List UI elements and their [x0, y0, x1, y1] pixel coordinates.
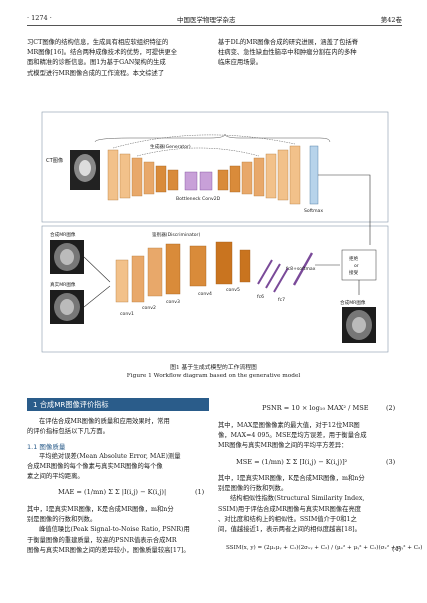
discriminator-layers	[115, 241, 251, 303]
intro-left-text: 习CT图像的结构信息，生成具有相应软组织特征的 MR图像[16]。结合两种成像技…	[27, 38, 209, 79]
synth-mr-label: 合成MR图像	[50, 231, 76, 238]
text-line: 合成MR图像的每个像素与真实MR图像的每个像	[27, 463, 163, 471]
real-mr-label: 真实MR图像	[50, 281, 76, 288]
running-header: · 1274 · 中国医学物理学杂志 第42卷	[27, 12, 402, 26]
text-line: 的评价指标包括以下几方面。	[27, 428, 109, 436]
text-line: 像，MAX=4 095。MSE是均方误差，用于衡量合成	[218, 432, 367, 440]
text-line: 面和精准的诊断信息。图1为基于GAN架构的生成	[27, 59, 166, 67]
figure-caption-cn: 图1 基于生成式模型的工作流程图	[170, 365, 257, 371]
discriminator-frame	[41, 225, 389, 353]
equation-number: (2)	[386, 404, 396, 412]
softmax-block	[309, 145, 319, 205]
text-line: 平均绝对误差(Mean Absolute Error, MAE)测量	[39, 453, 181, 460]
generator-label: 生成器(Generator)	[150, 143, 191, 150]
layer-label: conv4	[198, 291, 212, 297]
mse-paragraph: 其中，MAX是图像像素的最大值，对于12位MR图 像，MAX=4 095。MSE…	[218, 421, 400, 452]
equation-psnr: PSNR = 10 × log₁₀ MAX² / MSE	[262, 404, 369, 412]
bottleneck-label: Bottleneck Conv2D	[176, 196, 221, 202]
layer-label: conv3	[166, 299, 180, 305]
skip-connection	[112, 134, 296, 149]
decision-box	[341, 249, 377, 281]
layer-label: conv1	[120, 311, 134, 317]
journal-name: 中国医学物理学杂志	[177, 16, 236, 24]
input-arrows	[83, 256, 111, 308]
page-number: · 1274 ·	[27, 14, 52, 22]
text-line: 结构相似性指数(Structural Similarity Index,	[230, 495, 365, 503]
text-line: 式模型进行MR图像合成的工作流程。本文综述了	[27, 69, 165, 77]
bottleneck-block	[184, 171, 198, 191]
text-line: 峰值信噪比(Peak Signal-to-Noise Ratio, PSNR)用	[39, 526, 190, 534]
section-intro: 在评估合成MR图像的质量和应用效果时，常用 的评价指标包括以下几方面。	[27, 417, 209, 437]
text-line: 别是图像的行数和列数。	[218, 485, 288, 493]
section-heading: 1 合成MR图像评价指标	[27, 398, 209, 411]
encoder-layers	[107, 149, 179, 201]
layer-label: conv2	[142, 305, 156, 311]
decision-label-or: or	[354, 263, 359, 269]
text-line: 其中，I是真实MR图像，K是合成MR图像，m和n分	[218, 475, 365, 482]
skip-connection	[136, 147, 260, 157]
intro-right-text: 基于DL的MR图像合成的研究进展，涵盖了包括脊 柱病变、急性缺血性脑卒中和肿瘤分…	[218, 38, 400, 69]
layer-label: fc7	[278, 297, 285, 303]
text-line: 临床应用场景。	[218, 59, 263, 67]
generator-frame	[41, 111, 389, 223]
text-line: SSIM)用于评估合成MR图像与真实MR图像在亮度	[218, 505, 362, 513]
ssim-paragraph: 其中，I是真实MR图像，K是合成MR图像，m和n分 别是图像的行数和列数。 结构…	[218, 474, 400, 535]
decoder-layers	[217, 145, 301, 205]
equation-mse: MSE = (1/mn) Σ Σ [I(i,j) − K(i,j)]²	[236, 458, 348, 466]
text-line: MR图像与真实MR图像之间的平均平方差异：	[218, 442, 348, 450]
softmax-label: Softmax	[304, 208, 323, 214]
generator-brace	[94, 133, 331, 143]
decision-label-accept: 接受	[349, 269, 359, 276]
text-line: 基于DL的MR图像合成的研究进展，涵盖了包括脊	[218, 39, 359, 46]
output-label: 合成MR图像	[340, 299, 366, 306]
equation-number: (1)	[195, 488, 205, 496]
text-line: MR图像[16]。结合两种成像技术的优势，可提供更全	[27, 49, 178, 57]
text-line: 别是图像的行数和列数。	[27, 516, 97, 524]
text-line: 、对比度和结构上的相似性。SSIM值介于0和1之	[218, 515, 357, 523]
equation-mae: MAE = (1/mn) Σ Σ |I(i,j) − K(i,j)|	[58, 488, 167, 496]
figure-caption-en: Figure 1 Workflow diagram based on the g…	[126, 373, 301, 379]
text-line: 图像与真实MR图像之间的差异较小，图像质量较高[17]。	[27, 546, 190, 554]
equation-ssim: SSIM(x, y) = (2μₓμᵧ + C₁)(2σₓᵧ + C₂) / (…	[226, 545, 423, 551]
equation-number: (4)	[392, 545, 402, 553]
text-line: 柱病变、急性缺血性脑卒中和肿瘤分割在内的多种	[218, 49, 357, 57]
text-line: 其中，I是真实MR图像，K是合成MR图像，m和n分	[27, 506, 174, 513]
psnr-paragraph: 其中，I是真实MR图像，K是合成MR图像，m和n分 别是图像的行数和列数。 峰值…	[27, 505, 209, 556]
volume-number: 第42卷	[380, 16, 402, 24]
text-line: 习CT图像的结构信息，生成具有相应软组织特征的	[27, 39, 169, 46]
fc-layers	[257, 259, 289, 293]
workflow-diagram: 生成器(Generator) CT图像 Bottleneck Conv2D So…	[41, 111, 389, 353]
text-line: 间，值越接近1，表示两者之间的相似度越高[18]。	[218, 526, 361, 534]
discriminator-label: 鉴别器(Discriminator)	[152, 231, 200, 238]
ct-label: CT图像	[46, 156, 64, 164]
decision-label-reject: 拒绝	[349, 255, 359, 262]
mae-paragraph: 平均绝对误差(Mean Absolute Error, MAE)测量 合成MR图…	[27, 452, 209, 483]
output-arrow	[318, 174, 371, 245]
text-line: 在评估合成MR图像的质量和应用效果时，常用	[39, 418, 170, 425]
layer-label: fc6	[257, 294, 264, 300]
fc8-layer	[292, 252, 314, 286]
subsection-heading: 1.1 图像质量	[27, 443, 66, 451]
text-line: 素之间的平均距离。	[27, 473, 84, 481]
text-line: 其中，MAX是图像像素的最大值，对于12位MR图	[218, 422, 360, 429]
layer-label: conv5	[226, 287, 240, 293]
layer-label: fc8+softmax	[286, 266, 316, 272]
text-line: 于衡量图像的重建质量，较高的PSNR值表示合成MR	[27, 536, 177, 544]
equation-number: (3)	[386, 458, 396, 466]
